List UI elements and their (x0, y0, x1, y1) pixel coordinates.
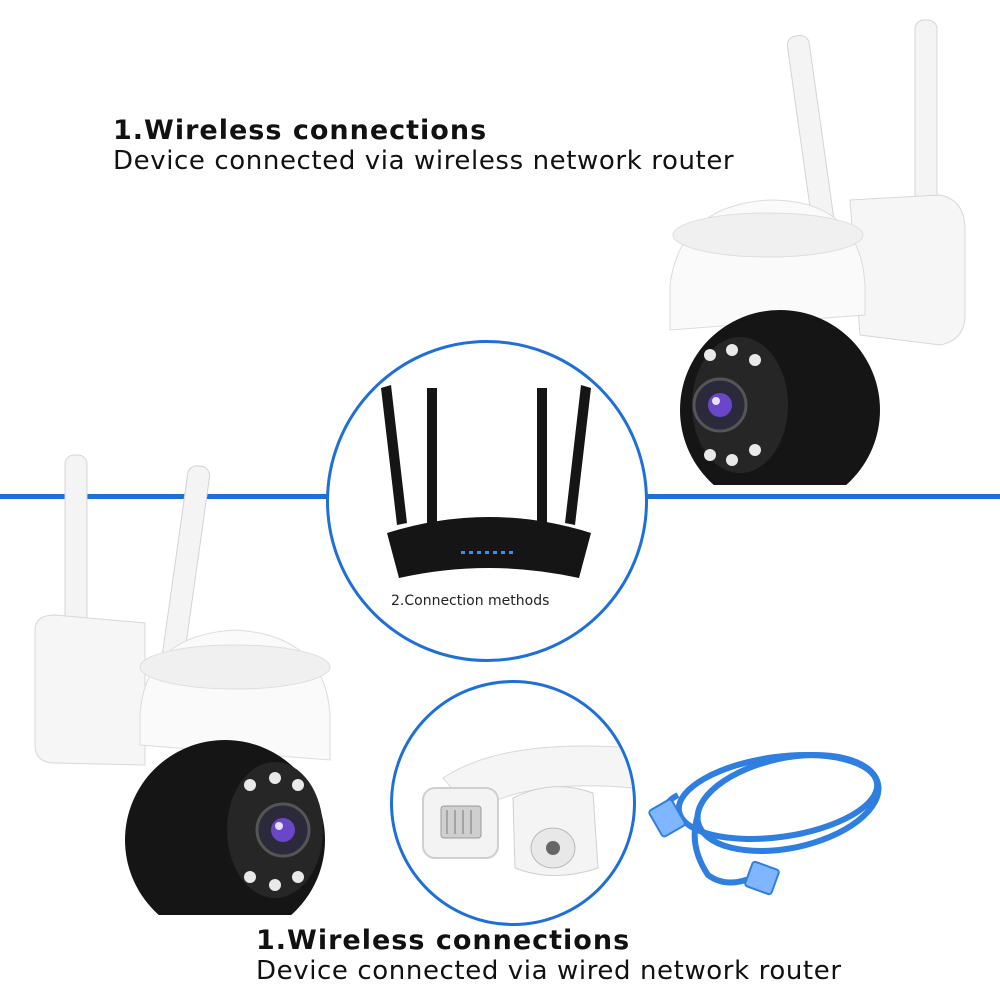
bottom-caption-title: 1.Wireless connections (256, 925, 631, 956)
router-circle: 2.Connection methods (326, 340, 648, 662)
router-label: 2.Connection methods (391, 593, 550, 609)
ptz-camera-bottom (34, 454, 331, 915)
top-caption: 1.Wireless connections Device connected … (113, 115, 734, 176)
ethernet-connector-icon (422, 745, 633, 876)
ptz-camera-top (669, 19, 966, 485)
bottom-caption-subtitle: Device connected via wired network route… (256, 956, 842, 986)
top-caption-title: 1.Wireless connections (113, 115, 488, 146)
bottom-caption: 1.Wireless connections Device connected … (256, 925, 842, 986)
wireless-router-icon (381, 385, 591, 578)
ethernet-cable-icon (648, 752, 882, 896)
connector-circle (390, 680, 636, 926)
top-caption-subtitle: Device connected via wireless network ro… (113, 146, 735, 176)
